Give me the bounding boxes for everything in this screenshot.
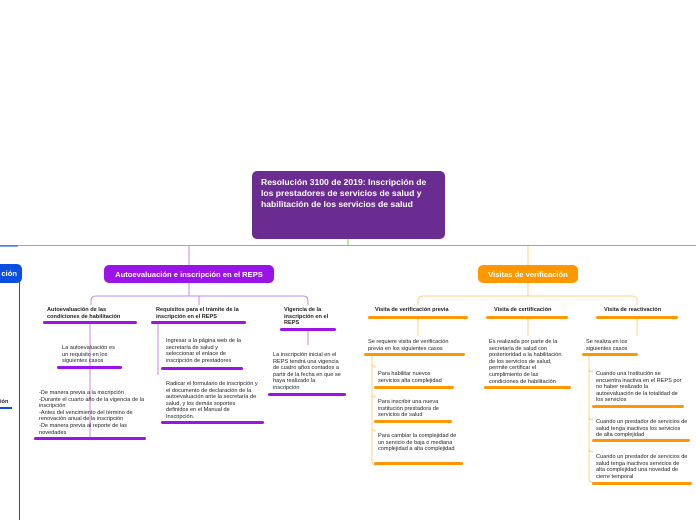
underline [161,421,264,424]
visitas-col3-intro[interactable]: Se realiza en los siguientes casos [586,339,628,352]
root-topic[interactable]: Resolución 3100 de 2019: Inscripción de … [252,171,445,239]
underline [374,420,452,423]
autoevaluacion-col2-item1[interactable]: Ingresar a la página web de la secretarí… [166,338,241,364]
visitas-col1-item2[interactable]: Para inscribir una nueva institución pre… [378,399,439,419]
visitas-col3-title[interactable]: Visita de reactivación [604,307,662,313]
left-branch-label: ción [1,269,17,278]
visitas-col3-item1[interactable]: Cuando una Institución se encuentra inac… [596,371,682,404]
underline [57,366,122,369]
visitas-col2-title[interactable]: Visita de certificación [494,307,552,313]
underline [596,316,678,319]
orange-bus [417,295,638,302]
underline [582,353,638,356]
visitas-col3-item2[interactable]: Cuando un prestador de servicios de salu… [596,419,688,439]
visitas-col1-item3[interactable]: Para cambiar la complejidad de un servic… [378,433,457,453]
autoevaluacion-col3-item1[interactable]: La inscripción inicial en el REPS tendrá… [273,352,341,391]
underline [34,437,146,440]
autoevaluacion-col1-item1[interactable]: La autoevaluación es un requisito en los… [62,345,115,365]
root-title: Resolución 3100 de 2019: Inscripción de … [261,177,427,209]
visita-previa-tree [371,356,377,466]
autoevaluacion-col2-title[interactable]: Requisitos para el trámite de la inscrip… [156,307,239,320]
visita-reactivacion-tree [588,356,594,483]
underline [592,439,690,442]
visitas-col3-item3[interactable]: Cuando un prestador de servicios de salu… [596,454,688,480]
underline [486,316,568,319]
autoevaluacion-label: Autoevaluación e inscripción en el REPS [115,269,263,279]
visitas-col2-item1[interactable]: Es realizada por parte de la secretaría … [489,339,562,385]
left-branch-topic[interactable]: ción [0,264,22,283]
underline [592,482,692,485]
visitas-topic[interactable]: Visitas de verificación [478,265,578,283]
visitas-col1-intro[interactable]: Se requiere visita de verificación previ… [368,339,449,352]
underline [280,328,336,331]
autoevaluacion-topic[interactable]: Autoevaluación e inscripción en el REPS [104,265,274,283]
visitas-col1-title[interactable]: Visita de verificación previa [375,307,449,313]
underline [374,386,454,389]
underline [592,405,684,408]
underline [374,462,463,465]
underline [161,367,243,370]
underline [268,393,346,396]
underline [151,321,246,324]
autoevaluacion-col1-title[interactable]: Autoevaluación de las condiciones de hab… [47,307,121,320]
autoevaluacion-col3-title[interactable]: Vigencia de la inscripción en el REPS [284,307,329,327]
underline [484,386,571,389]
underline [43,321,137,324]
visitas-label: Visitas de verificación [488,269,568,279]
left-subtopic-fragment: ión [0,399,9,405]
autoevaluacion-col1-item2[interactable]: -De manera previa a la inscripción -Dura… [39,390,145,436]
underline [368,316,468,319]
autoevaluacion-col2-item2[interactable]: Radicar el formulario de inscripción y e… [166,381,258,420]
underline [364,353,465,356]
visitas-col1-item1[interactable]: Para habilitar nuevos servicios alta com… [378,371,442,384]
